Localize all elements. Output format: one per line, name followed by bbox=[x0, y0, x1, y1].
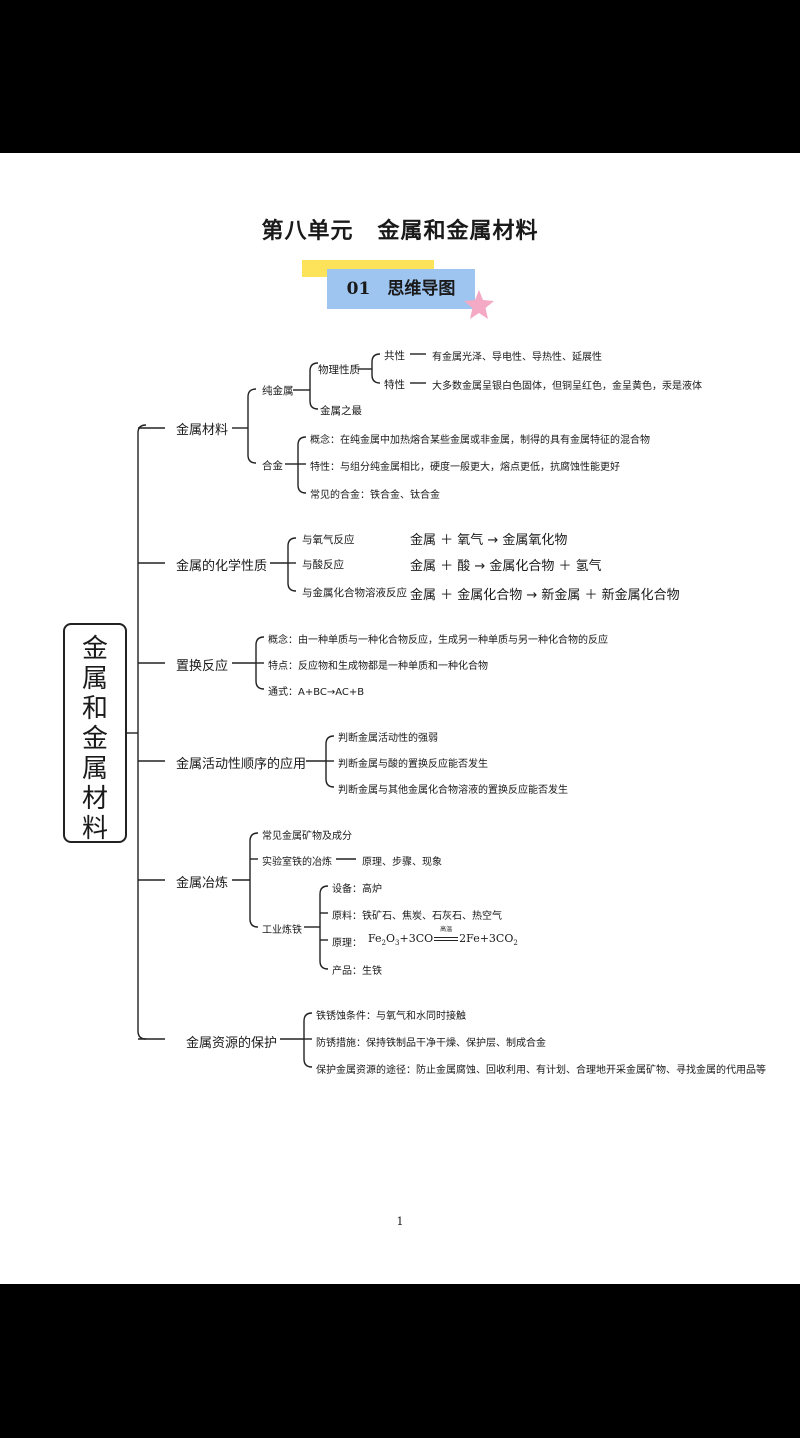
node-physical-properties: 物理性质 bbox=[318, 364, 360, 376]
root-char: 材 bbox=[81, 784, 108, 814]
node-protection-ways: 保护金属资源的途径：防止金属腐蚀、回收利用、有计划、合理地开采金属矿物、寻找金属… bbox=[316, 1065, 766, 1076]
root-char: 料 bbox=[81, 814, 108, 844]
branch-activity-series: 金属活动性顺序的应用 bbox=[176, 757, 307, 772]
node-lab-smelting: 实验室铁的冶炼 bbox=[262, 857, 332, 868]
node-special: 特性 bbox=[384, 379, 405, 391]
root-char: 金 bbox=[81, 634, 108, 664]
node-alloy-common: 常见的合金：铁合金、钛合金 bbox=[310, 490, 440, 501]
star-icon bbox=[464, 290, 494, 319]
node-displacement-feature: 特点：反应物和生成物都是一种单质和一种化合物 bbox=[268, 661, 488, 672]
equation-salt: 金属 ＋ 金属化合物 → 新金属 ＋ 新金属化合物 bbox=[410, 588, 680, 603]
node-react-acid: 与酸反应 bbox=[302, 559, 344, 571]
node-industrial-smelting: 工业炼铁 bbox=[262, 925, 302, 936]
node-displacement-concept: 概念：由一种单质与一种化合物反应，生成另一种单质与另一种化合物的反应 bbox=[268, 635, 608, 646]
node-alloy-property: 特性：与组分纯金属相比，硬度一般更大，熔点更低，抗腐蚀性能更好 bbox=[310, 462, 620, 473]
root-char: 和 bbox=[81, 694, 108, 724]
node-raw-materials: 原料：铁矿石、焦炭、石灰石、热空气 bbox=[332, 911, 502, 922]
node-react-oxygen: 与氧气反应 bbox=[302, 534, 355, 546]
node-special-desc: 大多数金属呈银白色固体，但铜呈红色，金呈黄色，汞是液体 bbox=[432, 381, 702, 392]
node-activity-1: 判断金属活动性的强弱 bbox=[338, 733, 438, 744]
node-common: 共性 bbox=[384, 350, 405, 362]
reaction-condition: 高温 bbox=[440, 926, 453, 933]
node-pure-metal: 纯金属 bbox=[262, 385, 294, 397]
node-common-desc: 有金属光泽、导电性、导热性、延展性 bbox=[432, 352, 602, 363]
node-activity-2: 判断金属与酸的置换反应能否发生 bbox=[338, 759, 488, 770]
node-react-salt: 与金属化合物溶液反应 bbox=[302, 587, 407, 599]
branch-resource-protection: 金属资源的保护 bbox=[186, 1036, 278, 1051]
root-char: 属 bbox=[81, 754, 108, 784]
branch-metal-materials: 金属材料 bbox=[176, 423, 229, 438]
branch-displacement: 置换反应 bbox=[176, 659, 229, 674]
node-product: 产品：生铁 bbox=[332, 966, 382, 977]
page-number: 1 bbox=[396, 1215, 404, 1228]
branch-smelting: 金属冶炼 bbox=[176, 876, 229, 891]
node-activity-3: 判断金属与其他金属化合物溶液的置换反应能否发生 bbox=[338, 785, 568, 796]
node-displacement-formula: 通式：A+BC→AC+B bbox=[268, 687, 365, 698]
root-char: 属 bbox=[81, 664, 108, 694]
blue-label-box bbox=[327, 269, 475, 309]
node-rust-prevention: 防锈措施：保持铁制品干净干燥、保护层、制成合金 bbox=[316, 1038, 546, 1049]
node-rust-conditions: 铁锈蚀条件：与氧气和水同时接触 bbox=[316, 1011, 466, 1022]
node-metal-most: 金属之最 bbox=[320, 405, 362, 417]
section-label: 01 思维导图 bbox=[346, 279, 456, 299]
node-equipment: 设备：高炉 bbox=[332, 884, 382, 895]
root-node: 金 属 和 金 属 材 料 bbox=[63, 623, 127, 843]
root-char: 金 bbox=[81, 724, 108, 754]
equation-acid: 金属 ＋ 酸 → 金属化合物 ＋ 氢气 bbox=[410, 559, 602, 574]
mindmap-connectors bbox=[127, 353, 426, 1068]
branch-chemical-properties: 金属的化学性质 bbox=[176, 559, 268, 574]
document-page: 第八单元金属和金属材料 01 思维导图 bbox=[0, 153, 800, 1284]
node-alloy: 合金 bbox=[262, 460, 283, 472]
equation-oxygen: 金属 ＋ 氧气 → 金属氧化物 bbox=[410, 533, 568, 548]
page-title: 第八单元金属和金属材料 bbox=[261, 218, 539, 244]
node-principle-label: 原理： bbox=[332, 938, 362, 949]
node-alloy-concept: 概念：在纯金属中加热熔合某些金属或非金属，制得的具有金属特征的混合物 bbox=[310, 435, 650, 446]
node-ores: 常见金属矿物及成分 bbox=[262, 831, 352, 842]
node-lab-smelting-desc: 原理、步骤、现象 bbox=[362, 857, 442, 868]
